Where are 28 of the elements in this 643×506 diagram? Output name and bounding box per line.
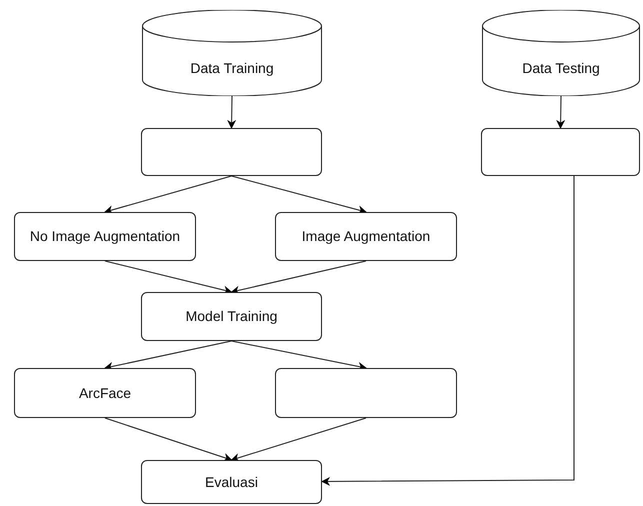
node-label: Evaluasi bbox=[204, 474, 259, 490]
database-cylinder bbox=[142, 10, 322, 96]
arrow bbox=[321, 176, 574, 486]
process-box bbox=[141, 292, 322, 341]
node-label: ArcFace bbox=[78, 384, 132, 402]
process-box bbox=[141, 460, 322, 504]
arrow bbox=[231, 176, 367, 214]
node-label: Data Testing bbox=[521, 60, 601, 76]
arrow bbox=[104, 260, 232, 294]
process-box bbox=[141, 128, 322, 176]
node-label: No Image Augmentation bbox=[28, 228, 182, 245]
arrow bbox=[104, 340, 232, 371]
arrow bbox=[227, 96, 236, 129]
arrow bbox=[556, 96, 566, 129]
process-box bbox=[481, 128, 640, 176]
arrow bbox=[230, 260, 366, 295]
process-box bbox=[14, 212, 196, 261]
arrow bbox=[104, 176, 232, 214]
process-box bbox=[14, 368, 196, 418]
arrow bbox=[230, 418, 366, 462]
node-label: Image Augmentation bbox=[300, 228, 432, 245]
process-box bbox=[275, 212, 457, 261]
database-cylinder bbox=[482, 10, 640, 96]
arrow bbox=[231, 340, 367, 371]
node-label: Data Training bbox=[189, 60, 275, 76]
node-label: Model Training bbox=[184, 308, 278, 325]
arrow bbox=[104, 418, 232, 462]
process-box bbox=[275, 368, 457, 418]
